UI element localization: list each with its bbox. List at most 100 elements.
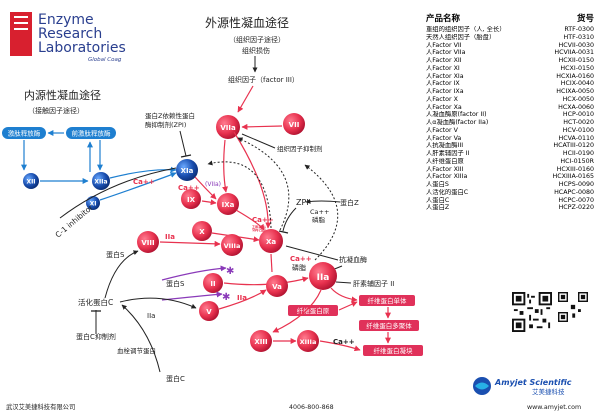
factor-iia-circle — [309, 262, 337, 290]
iia-label-viii: IIa — [165, 233, 175, 241]
product-code: HCVIIA-0031 — [554, 49, 594, 57]
amyjet-logo: Amyjet Scientific 艾美捷科技 — [473, 377, 572, 396]
c1-inhibit-line — [59, 167, 177, 219]
arrow-xiia-xia — [109, 166, 177, 179]
arrow-ix-ixa — [201, 199, 217, 206]
intrinsic-title: 内源性凝血途径 — [24, 88, 101, 102]
factor-xiia-label: XIIa — [94, 179, 107, 186]
arrow-protc-apc — [121, 304, 161, 373]
protein-s-2-label: 蛋白S — [166, 279, 185, 288]
amyjet-name: Amyjet Scientific — [494, 378, 572, 387]
prekallikrein-label: 前激肽释放酶 — [72, 129, 112, 138]
factor-x-circle — [192, 221, 212, 241]
ca-label-xia: Ca++ — [133, 178, 155, 186]
factor-viii-circle — [137, 231, 159, 253]
brand-name-line-3: Laboratories — [38, 40, 126, 56]
fibrin-monomer-pill: 纤维蛋白单体 — [359, 295, 415, 306]
zpi-inhibit-line — [179, 130, 187, 157]
arrow-tf-to-viia — [237, 85, 254, 113]
apc-label: 活化蛋白C — [78, 297, 113, 307]
arrow-vii-viia — [241, 123, 283, 130]
protein-c-label: 蛋白C — [166, 374, 185, 383]
viia-small-label: (VIIa) — [205, 181, 221, 188]
xa-to-ii-arrow — [270, 253, 273, 273]
fibrinogen-label: 纤维蛋白原 — [297, 306, 330, 315]
product-row: 人α凝血酶(factor IIa)HCT-0020 — [426, 119, 594, 127]
kallikrein-pill: 激肽释放酶 — [2, 127, 46, 139]
product-name: 人Factor Va — [426, 134, 462, 142]
footer-website[interactable]: www.amyjet.com — [527, 404, 581, 411]
kallikrein-label: 激肽释放酶 — [8, 129, 41, 138]
arrow-iia-xiii — [272, 289, 322, 333]
product-name: 人Factor VII — [426, 41, 462, 49]
brand-tagline: Global Coag — [88, 57, 122, 63]
factor-xia-circle — [176, 159, 198, 181]
purple-mark-1: ✱ — [226, 266, 234, 277]
fibrin-monomer-label: 纤维蛋白单体 — [368, 296, 408, 305]
qr-code — [512, 292, 552, 332]
protein-z-label: 蛋白Z — [340, 198, 359, 207]
product-name: 人抗凝血酶III — [426, 142, 464, 150]
product-row: 人Factor Va HCVA-0110 — [426, 135, 594, 143]
intrinsic-subtitle: （接触因子途径） — [28, 106, 84, 115]
arrow-ixa-xa — [235, 209, 265, 231]
fibrinogen-pill: 纤维蛋白原 — [288, 305, 338, 316]
factor-ixa-circle — [217, 193, 239, 215]
zpi-inhibit-xa — [282, 207, 297, 232]
factor-xi-circle — [86, 196, 100, 210]
product-code: HCIX-0040 — [560, 80, 594, 88]
tf-inhibit-line — [241, 133, 276, 149]
iia-label-v: IIa — [237, 294, 247, 302]
extrinsic-subtitle: （组织因子途径） — [229, 35, 285, 44]
ca-label-xia-2: Ca++ — [178, 184, 200, 192]
factor-v-circle — [199, 301, 219, 321]
factor-viiia-circle — [221, 234, 243, 256]
arrow-xia-ixa — [194, 176, 217, 200]
hc-inhibit-iia — [335, 281, 352, 284]
product-name: 人Factor X — [426, 95, 458, 103]
at-inhibit-xa — [285, 245, 339, 261]
zpi-inhibitor-label-2: 酶抑制剂(ZPI) — [145, 120, 186, 129]
arrow-protz-zpi — [305, 198, 341, 204]
product-code: HTF-0310 — [563, 33, 594, 41]
brand-name-line-2: Research — [38, 26, 102, 42]
arrow-xi-xia — [99, 172, 177, 201]
product-name: 人肝素辅因子 II — [426, 150, 470, 157]
product-code: HCV-0100 — [562, 126, 594, 134]
factor-ii-label: II — [210, 280, 215, 288]
product-name: 人Factor XI — [426, 64, 460, 72]
product-name: 人Factor XIa — [426, 72, 464, 80]
product-code: HCT-0020 — [563, 119, 594, 126]
ca-xiiia-label: Ca++ — [333, 338, 355, 346]
product-name: 人Factor IX — [426, 80, 460, 88]
protein-s-1-label: 蛋白S — [106, 250, 125, 259]
factor-xiii-label: XIII — [254, 338, 267, 346]
logo-stripe — [14, 22, 28, 24]
product-code: HCVA-0110 — [558, 134, 594, 142]
factor-viiia-label: VIIIa — [224, 242, 241, 250]
product-name-header: 产品名称 — [426, 14, 461, 24]
tissue-damage-label: 组织损伤 — [242, 46, 270, 55]
ca-phospholipid-ixa-1: Ca++ — [252, 216, 274, 224]
product-name: 人凝血酶原(factor II) — [426, 111, 487, 119]
feedback-arc-2 — [237, 137, 290, 231]
apc-inhibitor-label: 蛋白C抑制剂 — [76, 332, 116, 341]
prekallikrein-pill: 前激肽释放酶 — [66, 127, 116, 139]
factor-va-label: Va — [272, 283, 282, 291]
product-name: 人纤维蛋白原 — [426, 157, 464, 165]
product-list-header: 产品名称 货号 — [426, 12, 594, 24]
logo-stripe — [14, 16, 28, 18]
product-name: 天然人组织因子（胎盘） — [426, 33, 496, 41]
